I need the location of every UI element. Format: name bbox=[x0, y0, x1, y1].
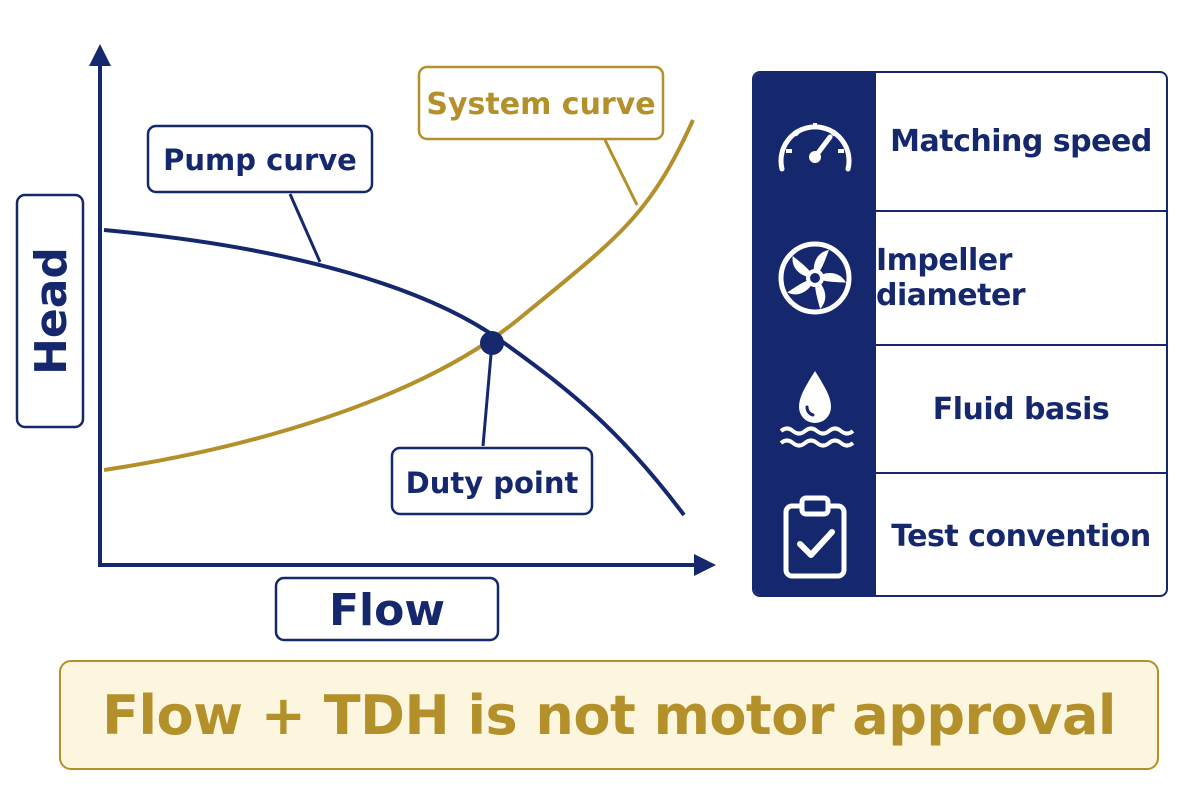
banner-text: Flow + TDH is not motor approval bbox=[102, 683, 1116, 747]
system-curve-label: System curve bbox=[426, 87, 655, 122]
impeller-icon bbox=[754, 212, 876, 344]
system-curve-leader bbox=[603, 139, 639, 206]
pump-curve-leader bbox=[288, 193, 322, 263]
factors-panel: Matching speed Impeller diameter bbox=[752, 71, 1168, 597]
duty-point-leader bbox=[481, 342, 494, 447]
factor-row-impeller-diameter: Impeller diameter bbox=[754, 210, 1166, 344]
x-axis-callout: Flow bbox=[274, 576, 500, 642]
axes bbox=[98, 58, 702, 567]
factor-row-test-convention: Test convention bbox=[754, 472, 1166, 595]
gauge-icon bbox=[754, 73, 876, 210]
y-axis-label: Head bbox=[26, 247, 77, 375]
y-axis-callout: Head bbox=[15, 193, 85, 429]
factor-label: Test convention bbox=[891, 519, 1151, 554]
x-axis-label: Flow bbox=[329, 585, 445, 636]
x-axis-arrowhead bbox=[694, 554, 716, 576]
duty-point-callout: Duty point bbox=[390, 446, 594, 516]
factor-label: Impeller diameter bbox=[876, 243, 1026, 313]
factor-label: Matching speed bbox=[890, 124, 1152, 159]
pump-curve-callout: Pump curve bbox=[146, 124, 374, 194]
factor-row-matching-speed: Matching speed bbox=[754, 73, 1166, 210]
duty-point-label: Duty point bbox=[406, 466, 579, 500]
pump-curve-label: Pump curve bbox=[163, 143, 357, 177]
duty-point-marker bbox=[480, 331, 504, 355]
water-drop-icon bbox=[754, 346, 876, 472]
factor-label: Fluid basis bbox=[932, 391, 1110, 427]
y-axis-arrowhead bbox=[89, 44, 111, 66]
factor-row-fluid-basis: Fluid basis bbox=[754, 344, 1166, 472]
warning-banner: Flow + TDH is not motor approval bbox=[59, 660, 1159, 770]
system-curve-callout: System curve bbox=[417, 65, 665, 141]
clipboard-check-icon bbox=[754, 474, 876, 595]
